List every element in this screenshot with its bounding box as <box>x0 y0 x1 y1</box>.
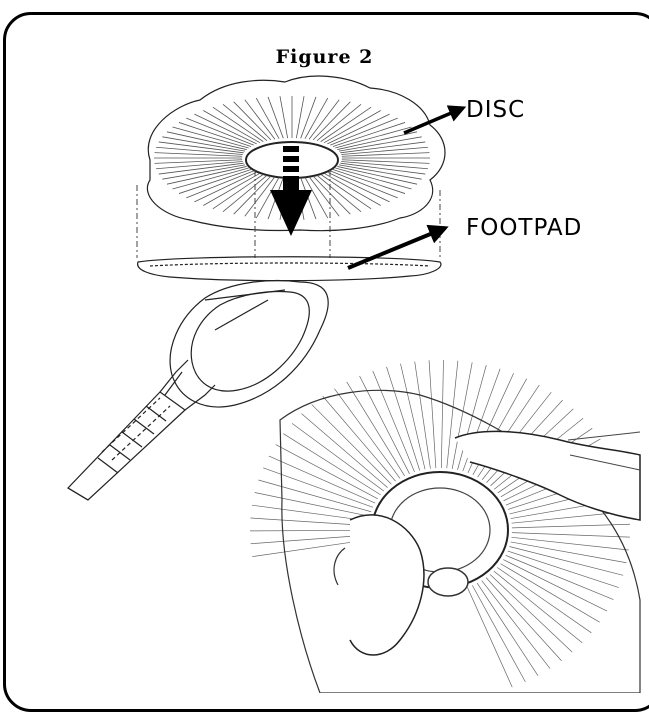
down-arrow-icon <box>270 146 312 236</box>
photo-installation-illustration <box>250 360 649 693</box>
footpad-drawing <box>138 257 441 281</box>
disc-pointer-arrow <box>404 108 463 133</box>
footpad-pointer-arrow <box>348 228 445 268</box>
footpad-label: FOOTPAD <box>466 215 582 241</box>
figure-illustration <box>0 0 649 693</box>
disc-label: DISC <box>466 97 525 123</box>
